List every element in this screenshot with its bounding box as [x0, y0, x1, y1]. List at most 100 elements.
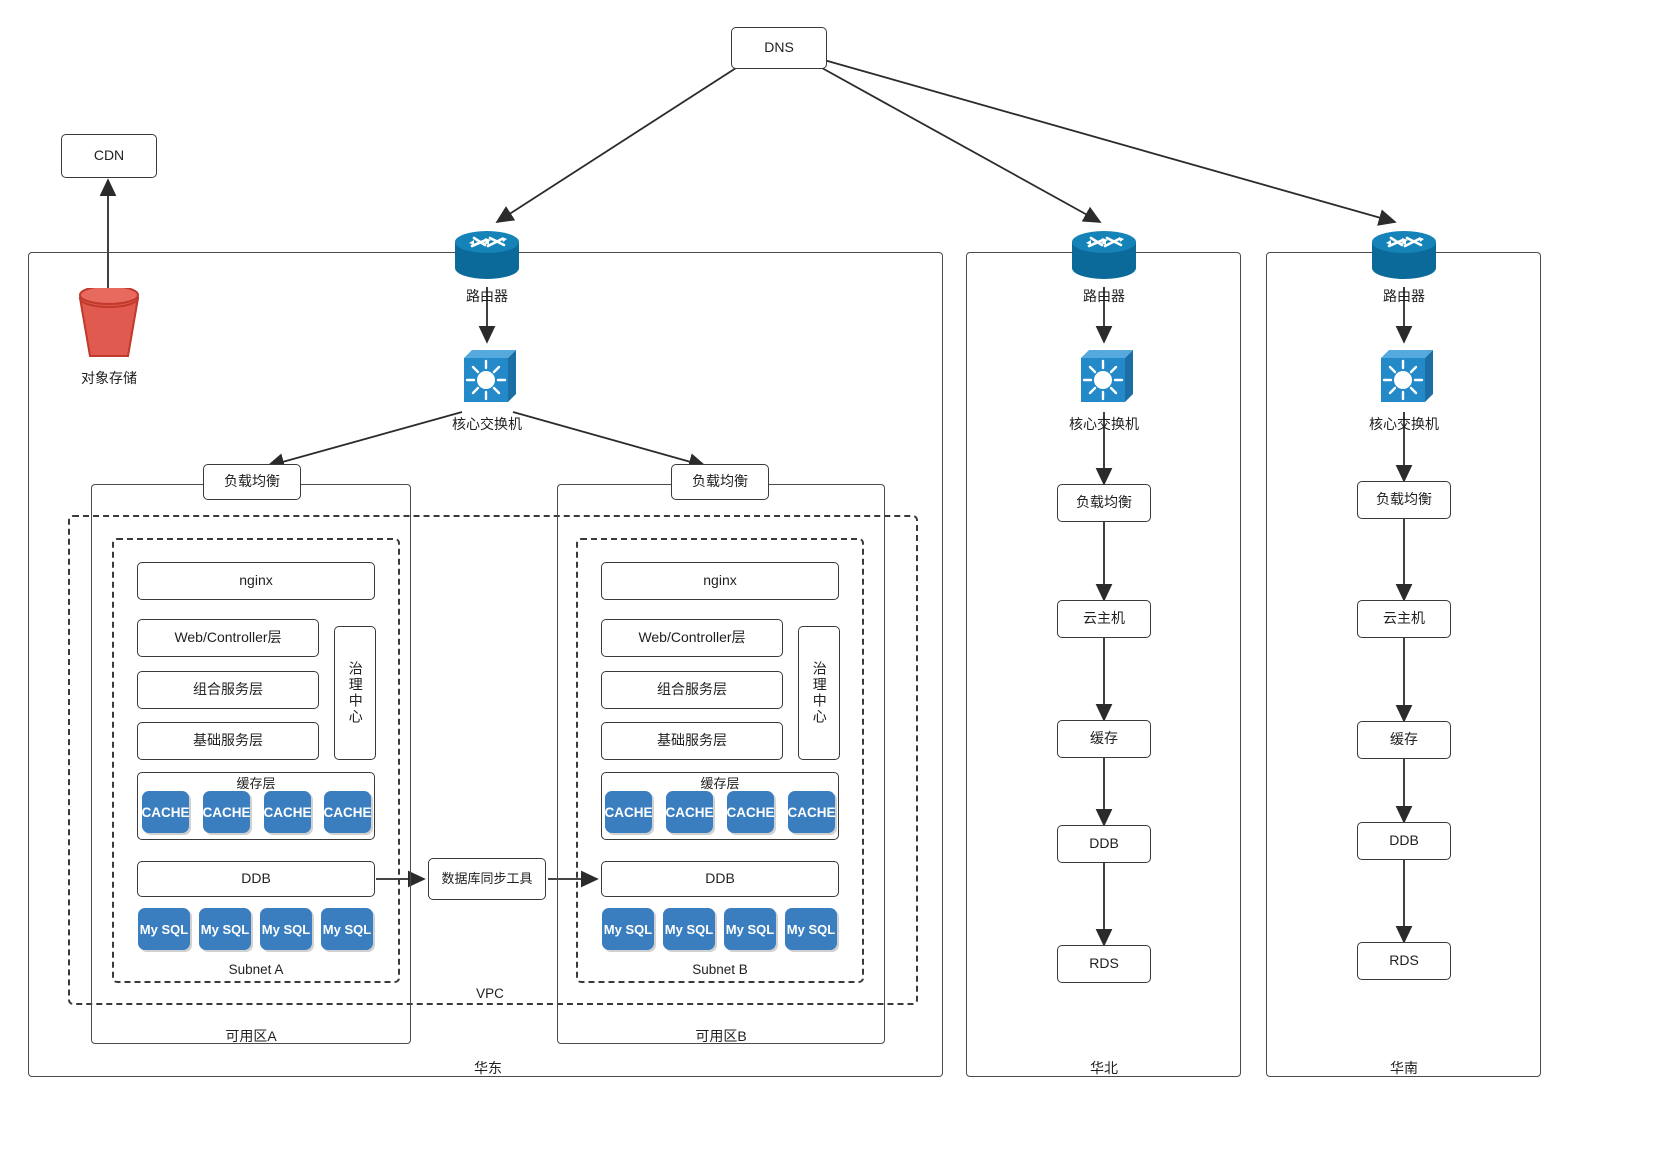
north-lb-label: 负载均衡: [1076, 494, 1132, 511]
web-controller-layer-a[interactable]: Web/Controller层: [137, 619, 319, 657]
cache-node-a-4-label: CACHE: [323, 804, 372, 820]
south-rds[interactable]: RDS: [1357, 942, 1451, 980]
core-switch-label-south: 核心交换机: [1369, 416, 1439, 432]
cache-layer-a-label: 缓存层: [236, 776, 276, 791]
cache-node-b-2[interactable]: CACHE: [665, 791, 714, 833]
governance-center-a[interactable]: 治理中心: [334, 626, 376, 760]
cache-layer-b-label: 缓存层: [700, 776, 740, 791]
mysql-node-a-1-label: My SQL: [139, 921, 189, 937]
south-lb[interactable]: 负载均衡: [1357, 481, 1451, 519]
database-sync-tool[interactable]: 数据库同步工具: [428, 858, 546, 900]
composite-service-layer-b[interactable]: 组合服务层: [601, 671, 783, 709]
router-label-north: 路由器: [1083, 288, 1125, 304]
cache-node-a-1[interactable]: CACHE: [141, 791, 190, 833]
region-north-label: 华北: [1090, 1060, 1118, 1076]
mysql-node-a-1[interactable]: My SQL: [138, 908, 190, 950]
router-icon-north[interactable]: [1069, 226, 1139, 284]
cache-node-a-2[interactable]: CACHE: [202, 791, 251, 833]
mysql-node-b-3-label: My SQL: [725, 921, 775, 937]
north-rds-label: RDS: [1089, 955, 1119, 972]
subnet-a-label: Subnet A: [228, 962, 284, 977]
load-balancer-a[interactable]: 负载均衡: [203, 464, 301, 500]
south-lb-label: 负载均衡: [1376, 491, 1432, 508]
load-balancer-b-label: 负载均衡: [692, 473, 748, 490]
nginx-b-label: nginx: [703, 572, 737, 589]
mysql-node-b-2[interactable]: My SQL: [663, 908, 715, 950]
core-switch-icon-north[interactable]: [1073, 344, 1135, 406]
composite-service-layer-a[interactable]: 组合服务层: [137, 671, 319, 709]
cache-node-a-2-label: CACHE: [202, 804, 251, 820]
north-cache[interactable]: 缓存: [1057, 720, 1151, 758]
mysql-node-b-3[interactable]: My SQL: [724, 908, 776, 950]
mysql-node-b-4[interactable]: My SQL: [785, 908, 837, 950]
nginx-a-label: nginx: [239, 572, 273, 589]
north-cache-label: 缓存: [1090, 730, 1118, 747]
cache-node-b-1-label: CACHE: [604, 804, 653, 820]
region-east-label: 华东: [474, 1060, 502, 1076]
ddb-a-label: DDB: [241, 870, 271, 887]
governance-center-b-label: 治理中心: [811, 661, 828, 725]
core-switch-icon-south[interactable]: [1373, 344, 1435, 406]
south-ddb[interactable]: DDB: [1357, 822, 1451, 860]
cache-node-b-3-label: CACHE: [726, 804, 775, 820]
router-icon-east[interactable]: [452, 226, 522, 284]
mysql-node-a-4[interactable]: My SQL: [321, 908, 373, 950]
database-sync-tool-label: 数据库同步工具: [441, 870, 533, 886]
subnet-a-boundary: [112, 538, 400, 983]
base-service-layer-b[interactable]: 基础服务层: [601, 722, 783, 760]
core-switch-icon-east[interactable]: [456, 344, 518, 406]
mysql-node-a-2-label: My SQL: [200, 921, 250, 937]
router-label-south: 路由器: [1383, 288, 1425, 304]
subnet-b-boundary: [576, 538, 864, 983]
az-b-label: 可用区B: [695, 1028, 747, 1044]
north-ddb-label: DDB: [1089, 835, 1119, 852]
ddb-a[interactable]: DDB: [137, 861, 375, 897]
mysql-node-a-2[interactable]: My SQL: [199, 908, 251, 950]
governance-center-a-label: 治理中心: [347, 661, 364, 725]
core-switch-label-east: 核心交换机: [452, 416, 522, 432]
north-rds[interactable]: RDS: [1057, 945, 1151, 983]
cache-node-a-4[interactable]: CACHE: [323, 791, 372, 833]
cache-node-a-1-label: CACHE: [141, 804, 190, 820]
nginx-b[interactable]: nginx: [601, 562, 839, 600]
dns-node[interactable]: DNS: [731, 27, 827, 69]
north-cloud-host[interactable]: 云主机: [1057, 600, 1151, 638]
mysql-node-a-4-label: My SQL: [322, 921, 372, 937]
north-ddb[interactable]: DDB: [1057, 825, 1151, 863]
mysql-node-a-3[interactable]: My SQL: [260, 908, 312, 950]
south-cloud-host[interactable]: 云主机: [1357, 600, 1451, 638]
ddb-b[interactable]: DDB: [601, 861, 839, 897]
south-ddb-label: DDB: [1389, 832, 1419, 849]
load-balancer-b[interactable]: 负载均衡: [671, 464, 769, 500]
south-cache-label: 缓存: [1390, 731, 1418, 748]
cdn-label: CDN: [93, 147, 125, 164]
cache-node-b-3[interactable]: CACHE: [726, 791, 775, 833]
base-service-layer-a[interactable]: 基础服务层: [137, 722, 319, 760]
governance-center-b[interactable]: 治理中心: [798, 626, 840, 760]
web-controller-layer-b[interactable]: Web/Controller层: [601, 619, 783, 657]
dns-label: DNS: [764, 39, 794, 56]
south-cache[interactable]: 缓存: [1357, 721, 1451, 759]
cache-node-b-4[interactable]: CACHE: [787, 791, 836, 833]
web-controller-layer-b-label: Web/Controller层: [638, 629, 746, 646]
south-rds-label: RDS: [1389, 952, 1419, 969]
mysql-node-b-2-label: My SQL: [664, 921, 714, 937]
cdn-node[interactable]: CDN: [61, 134, 157, 178]
mysql-node-b-1[interactable]: My SQL: [602, 908, 654, 950]
mysql-node-a-3-label: My SQL: [261, 921, 311, 937]
cache-node-b-2-label: CACHE: [665, 804, 714, 820]
router-label-east: 路由器: [466, 288, 508, 304]
cache-node-b-4-label: CACHE: [787, 804, 836, 820]
cache-node-a-3-label: CACHE: [263, 804, 312, 820]
az-a-label: 可用区A: [225, 1028, 277, 1044]
north-lb[interactable]: 负载均衡: [1057, 484, 1151, 522]
nginx-a[interactable]: nginx: [137, 562, 375, 600]
mysql-node-b-1-label: My SQL: [603, 921, 653, 937]
subnet-b-label: Subnet B: [692, 962, 748, 977]
south-cloud-host-label: 云主机: [1383, 610, 1425, 627]
region-south-label: 华南: [1390, 1060, 1418, 1076]
router-icon-south[interactable]: [1369, 226, 1439, 284]
cache-node-b-1[interactable]: CACHE: [604, 791, 653, 833]
cache-node-a-3[interactable]: CACHE: [263, 791, 312, 833]
